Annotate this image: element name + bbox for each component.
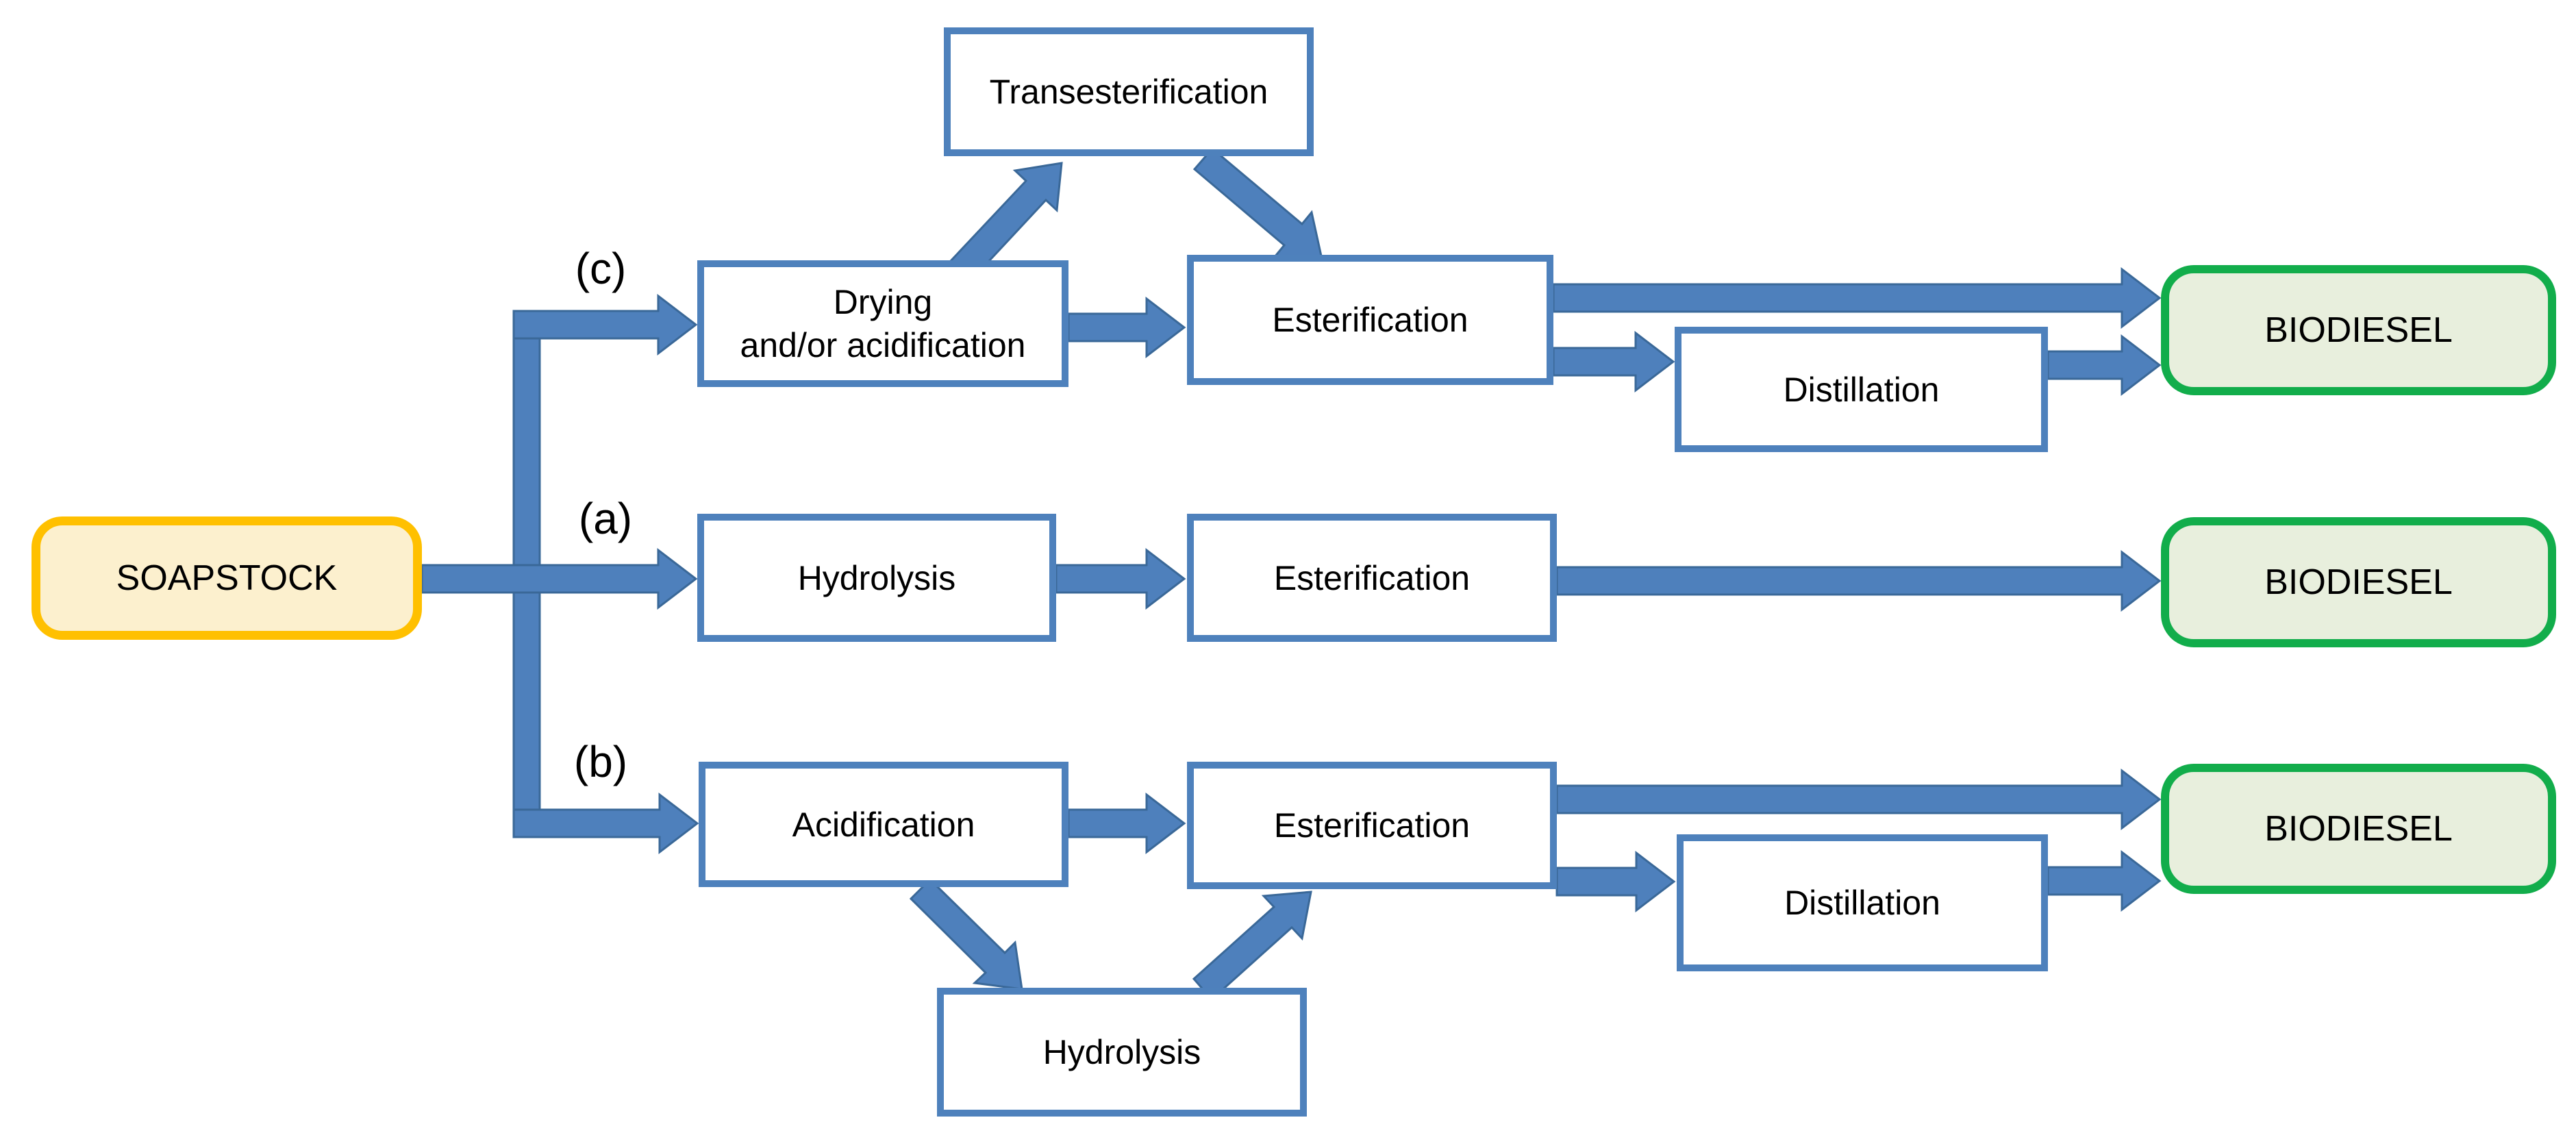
- node-distillation-b: Distillation: [1677, 834, 2048, 971]
- node-hydrolysis-b-label: Hydrolysis: [1042, 1033, 1201, 1071]
- node-soapstock: SOAPSTOCK: [32, 516, 422, 640]
- node-acidification: Acidification: [699, 762, 1068, 887]
- node-biodiesel-a-label: BIODIESEL: [2264, 562, 2453, 602]
- arrow-esterification-a-to-biodiesel-a: [1555, 549, 2162, 612]
- node-drying-acidification: Drying and/or acidification: [697, 260, 1068, 387]
- arrow-distillation-b-to-biodiesel-b: [2047, 849, 2162, 912]
- arrow-drying-to-transesterification: [948, 162, 1063, 283]
- node-esterification-c-label: Esterification: [1272, 301, 1468, 339]
- route-b-label: (b): [573, 737, 628, 786]
- arrow-drying-to-esterification-c: [1067, 296, 1186, 359]
- arrow-soapstock-to-hydrolysis-a: [421, 547, 698, 610]
- node-esterification-c: Esterification: [1187, 255, 1553, 385]
- node-transesterification-label: Transesterification: [989, 73, 1268, 111]
- node-biodiesel-b-label: BIODIESEL: [2264, 809, 2453, 849]
- node-esterification-a-label: Esterification: [1273, 558, 1471, 597]
- arrow-trunk-to-drying: [512, 293, 698, 356]
- node-drying-label-line1: Drying: [833, 283, 933, 321]
- arrow-trunk-to-acidification: [512, 792, 699, 855]
- node-hydrolysis-a: Hydrolysis: [697, 514, 1056, 642]
- node-esterification-a: Esterification: [1187, 514, 1557, 642]
- arrow-distillation-c-to-biodiesel-c: [2047, 334, 2162, 397]
- node-soapstock-label: SOAPSTOCK: [116, 558, 338, 598]
- arrow-acidification-to-esterification-b: [1067, 792, 1186, 855]
- node-transesterification: Transesterification: [944, 27, 1314, 156]
- route-a-label: (a): [578, 494, 633, 543]
- node-biodiesel-c: BIODIESEL: [2161, 265, 2556, 395]
- arrow-hydrolysis-b-to-esterification-b: [1192, 890, 1312, 1001]
- node-distillation-b-label: Distillation: [1784, 884, 1940, 922]
- node-drying-label-line2: and/or acidification: [740, 325, 1026, 364]
- arrow-hydrolysis-a-to-esterification-a: [1055, 547, 1186, 610]
- node-hydrolysis-b: Hydrolysis: [937, 988, 1307, 1117]
- node-distillation-c: Distillation: [1675, 327, 2048, 452]
- node-biodiesel-a: BIODIESEL: [2161, 517, 2556, 647]
- arrow-esterification-c-to-distillation-c: [1552, 330, 1675, 393]
- node-distillation-c-label: Distillation: [1783, 370, 1940, 409]
- node-esterification-b-label: Esterification: [1273, 806, 1471, 845]
- arrow-transesterification-to-esterification-c: [1192, 147, 1323, 260]
- arrow-esterification-c-to-biodiesel-c: [1552, 266, 2162, 329]
- node-biodiesel-c-label: BIODIESEL: [2264, 310, 2453, 350]
- route-c-label: (c): [575, 244, 627, 293]
- node-acidification-label: Acidification: [792, 805, 975, 844]
- node-esterification-b: Esterification: [1187, 762, 1557, 889]
- arrow-esterification-b-to-distillation-b: [1555, 850, 1676, 913]
- node-hydrolysis-a-label: Hydrolysis: [797, 558, 956, 597]
- arrow-acidification-to-hydrolysis-b: [909, 877, 1023, 991]
- node-biodiesel-b: BIODIESEL: [2161, 764, 2556, 894]
- arrow-esterification-b-to-biodiesel-b: [1555, 768, 2162, 831]
